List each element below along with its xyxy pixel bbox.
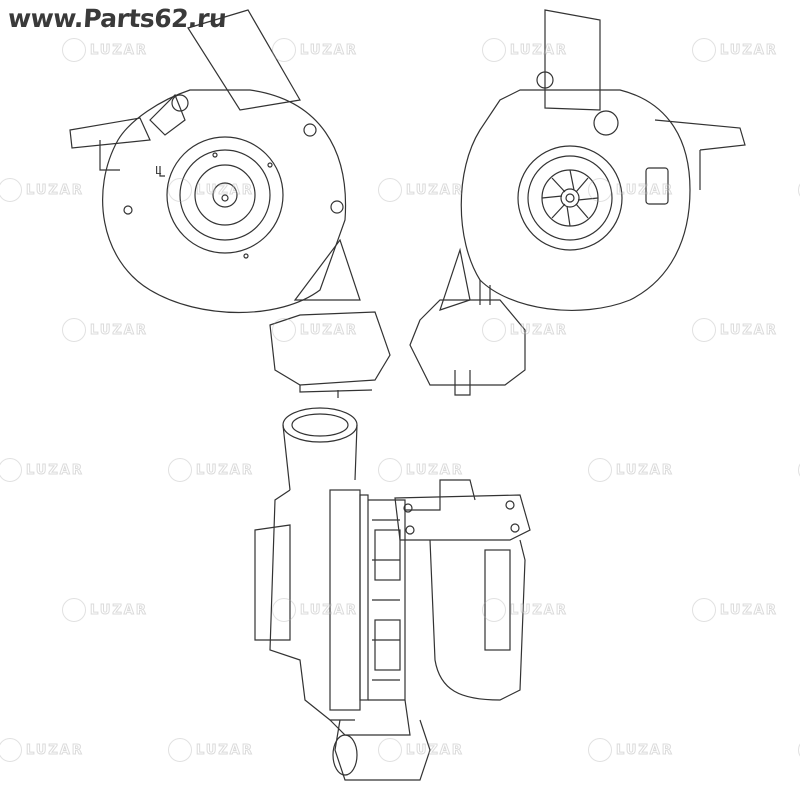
luzar-logo-icon [272,318,296,342]
watermark-text: LUZAR [196,742,254,758]
luzar-logo-icon [482,318,506,342]
watermark: LUZAR [0,738,84,762]
luzar-logo-icon [272,38,296,62]
luzar-logo-icon [0,178,22,202]
luzar-logo-icon [62,598,86,622]
luzar-logo-icon [62,38,86,62]
watermark: LUZAR [0,458,84,482]
watermark-text: LUZAR [26,742,84,758]
watermark-text: LUZAR [406,742,464,758]
label-l: L [155,164,162,177]
watermark: LUZAR [588,738,674,762]
luzar-logo-icon [588,738,612,762]
watermark-text: LUZAR [510,322,568,338]
luzar-logo-icon [168,458,192,482]
watermark: LUZAR [692,318,778,342]
watermark-text: LUZAR [90,602,148,618]
watermark: LUZAR [692,598,778,622]
luzar-logo-icon [168,738,192,762]
watermark-text: LUZAR [196,462,254,478]
luzar-logo-icon [378,458,402,482]
watermark-text: LUZAR [720,42,778,58]
watermark-text: LUZAR [90,42,148,58]
luzar-logo-icon [482,38,506,62]
watermark: LUZAR [482,318,568,342]
watermark: LUZAR [588,458,674,482]
luzar-logo-icon [0,738,22,762]
luzar-logo-icon [378,738,402,762]
watermark: LUZAR [482,38,568,62]
luzar-logo-icon [692,598,716,622]
watermark: LUZAR [62,318,148,342]
luzar-logo-icon [482,598,506,622]
watermark-text: LUZAR [406,462,464,478]
luzar-logo-icon [62,318,86,342]
luzar-logo-icon [168,178,192,202]
watermark-text: LUZAR [510,42,568,58]
watermark: LUZAR [798,178,800,202]
watermark-text: LUZAR [26,462,84,478]
watermark: LUZAR [482,598,568,622]
watermark: LUZAR [168,738,254,762]
watermark-text: LUZAR [616,462,674,478]
watermark: LUZAR [798,458,800,482]
watermark: LUZAR [378,178,464,202]
watermark-text: LUZAR [720,602,778,618]
watermark: LUZAR [62,38,148,62]
watermark: LUZAR [168,178,254,202]
watermark-text: LUZAR [720,322,778,338]
luzar-logo-icon [0,458,22,482]
watermark: LUZAR [272,318,358,342]
watermark-text: LUZAR [616,742,674,758]
watermark-text: LUZAR [616,182,674,198]
watermark: LUZAR [62,598,148,622]
view-turbine-side [409,9,746,396]
watermark: LUZAR [272,38,358,62]
watermark: LUZAR [272,598,358,622]
luzar-logo-icon [588,178,612,202]
luzar-logo-icon [272,598,296,622]
watermark-text: LUZAR [196,182,254,198]
watermark-text: LUZAR [510,602,568,618]
watermark: LUZAR [692,38,778,62]
watermark: LUZAR [798,738,800,762]
watermark-text: LUZAR [300,602,358,618]
luzar-logo-icon [692,38,716,62]
watermark-text: LUZAR [90,322,148,338]
watermark: LUZAR [0,178,84,202]
watermark-text: LUZAR [406,182,464,198]
watermark: LUZAR [378,738,464,762]
watermark: LUZAR [378,458,464,482]
view-section [254,407,531,781]
watermark-text: LUZAR [300,42,358,58]
luzar-logo-icon [588,458,612,482]
watermark: LUZAR [588,178,674,202]
watermark-text: LUZAR [26,182,84,198]
luzar-logo-icon [378,178,402,202]
watermark: LUZAR [168,458,254,482]
luzar-logo-icon [692,318,716,342]
watermark-text: LUZAR [300,322,358,338]
